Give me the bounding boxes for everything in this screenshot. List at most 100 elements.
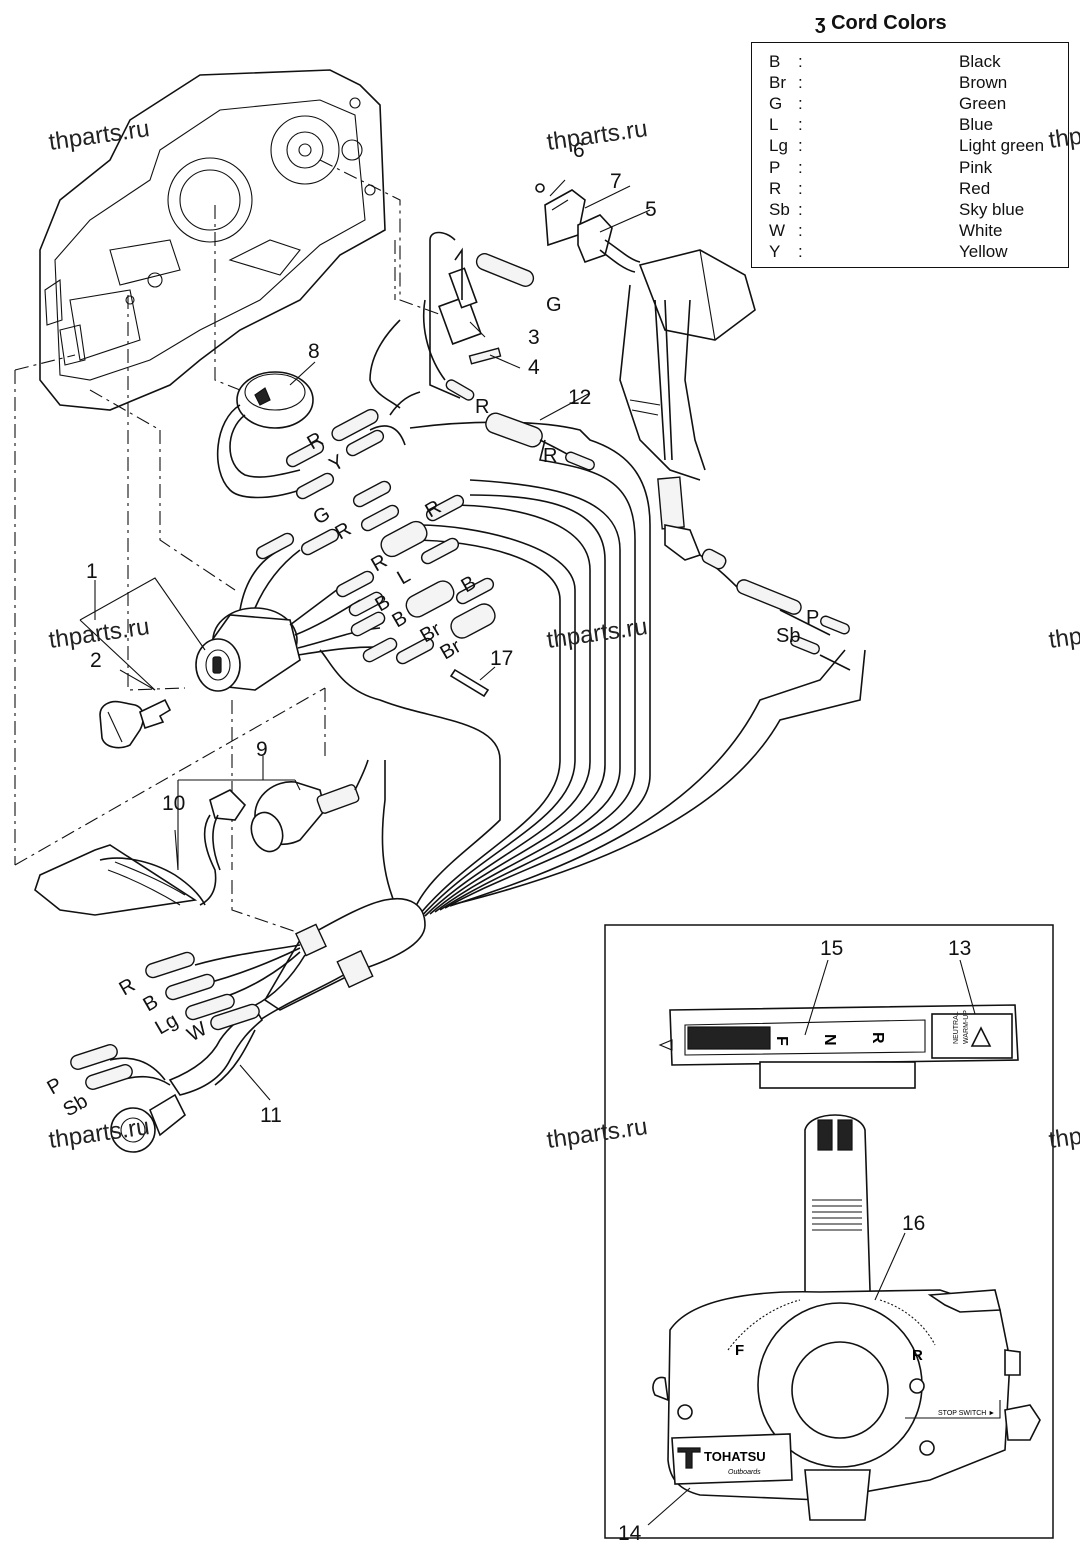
part-number-11: 11 (260, 1104, 282, 1127)
part-number-14: 14 (618, 1522, 642, 1545)
wire-label-sb: Sb (60, 1090, 92, 1121)
ignition-key (99, 698, 172, 749)
legend-code: R (769, 178, 782, 198)
part-number-16: 16 (902, 1212, 925, 1235)
part-number-labels: 1 2 3 4 5 6 7 8 9 10 11 12 13 14 15 16 1… (86, 139, 971, 1545)
part-number-2: 2 (90, 649, 102, 672)
legend-colon: : (798, 94, 803, 114)
watermark: thparts.ru (1047, 613, 1080, 654)
wire-label-r: R (422, 496, 446, 522)
legend-row: Lg: Light green (752, 135, 1068, 156)
wire-label-p: P (44, 1074, 67, 1100)
legend-color-name: Red (959, 178, 991, 198)
wire-label-sb: Sb (776, 625, 800, 647)
cable-tie (449, 668, 490, 698)
part-number-17: 17 (490, 647, 513, 670)
legend-colon: : (798, 136, 803, 156)
legend-row: L: Blue (752, 114, 1068, 135)
legend-code: P (769, 157, 781, 177)
legend-color-name: Yellow (959, 241, 1008, 261)
shift-label-f: F (773, 1036, 790, 1046)
leader-lines (79, 179, 651, 1101)
legend-colon: : (798, 199, 803, 219)
legend-colon: : (798, 115, 803, 135)
lever-label-f: F (735, 1342, 744, 1359)
shift-label-n: N (821, 1034, 838, 1046)
legend-row: R: Red (752, 178, 1068, 199)
legend-code: L (769, 115, 779, 135)
wire-label-r: R (475, 396, 489, 418)
remote-control-inset (604, 924, 1054, 1539)
wire-label-y: Y (326, 451, 349, 477)
emergency-stop-switch (250, 759, 369, 853)
legend-color-name: White (959, 220, 1003, 240)
legend-code: Y (769, 241, 781, 261)
part-number-9: 9 (256, 738, 268, 761)
legend-code: Lg (769, 136, 788, 156)
wire-label-r: R (543, 445, 557, 467)
legend-color-name: Blue (959, 115, 994, 135)
connector-sleeve (485, 412, 595, 471)
legend-code: B (769, 52, 781, 71)
engine-housing (39, 69, 386, 411)
wire-label-lg: Lg (152, 1009, 182, 1039)
watermark: thparts.ru (545, 115, 649, 156)
legend-title: ʒ Cord Colors (815, 12, 947, 34)
legend-color-name: Light green (959, 136, 1045, 156)
legend-colon: : (798, 73, 803, 93)
part-number-5: 5 (645, 198, 657, 221)
part-number-12: 12 (568, 386, 591, 409)
legend-colon: : (798, 52, 803, 71)
legend-colon: : (798, 241, 803, 261)
inset-text: F N R NEUTRAL WARM-UP F R STOP SWITCH ► … (704, 1010, 995, 1476)
shift-label-r: R (869, 1032, 886, 1044)
legend-colon: : (798, 220, 803, 240)
harness-branch-plugs (70, 944, 306, 1153)
legend-code: G (769, 94, 783, 114)
legend-row: Y: Yellow (752, 241, 1068, 262)
legend-row: G: Green (752, 93, 1068, 114)
brand-sub-text: Outboards (728, 1469, 761, 1476)
part-number-1: 1 (86, 560, 98, 583)
switch-unit (369, 231, 535, 409)
wire-label-g: G (546, 294, 562, 316)
wire-harness (168, 421, 866, 1096)
remote-control-lever-upper (619, 249, 851, 671)
legend-code: Br (769, 73, 786, 93)
watermark: thparts.ru (47, 115, 151, 156)
neutral-label: NEUTRAL (953, 1011, 960, 1044)
ignition-switch (195, 549, 396, 692)
watermark: thparts.ru (47, 613, 151, 654)
legend-row: P:Pink (752, 157, 1068, 178)
wire-label-l: L (394, 565, 415, 590)
legend-row: B: Black (752, 51, 1068, 72)
part-number-6: 6 (573, 139, 585, 162)
part-number-8: 8 (308, 340, 320, 363)
legend-row: W:White (752, 220, 1068, 241)
legend-color-name: Green (959, 94, 1007, 114)
legend-row: Sb:Sky blue (752, 199, 1068, 220)
legend-code: Sb (769, 199, 790, 219)
part-number-7: 7 (610, 170, 622, 193)
stop-switch-assembly (535, 183, 641, 273)
part-number-10: 10 (162, 792, 185, 815)
warm-up-label: WARM-UP (963, 1010, 970, 1044)
wire-label-p: P (806, 607, 819, 629)
brand-logo-text: TOHATSU (704, 1449, 766, 1464)
legend-row: Br: Brown (752, 72, 1068, 93)
reference-lines (14, 159, 451, 941)
watermark: thparts.ru (1047, 113, 1080, 154)
warning-buzzer (216, 371, 314, 499)
part-number-4: 4 (528, 356, 540, 379)
part-number-13: 13 (948, 937, 971, 960)
legend-colon: : (798, 178, 803, 198)
legend-color-name: Black (959, 52, 1001, 71)
wire-label-g: G (310, 502, 334, 529)
legend-color-name: Brown (959, 73, 1008, 93)
wire-label-b: B (140, 991, 163, 1017)
lanyard-cord (34, 789, 247, 916)
part-number-15: 15 (820, 937, 843, 960)
part-number-3: 3 (528, 326, 540, 349)
